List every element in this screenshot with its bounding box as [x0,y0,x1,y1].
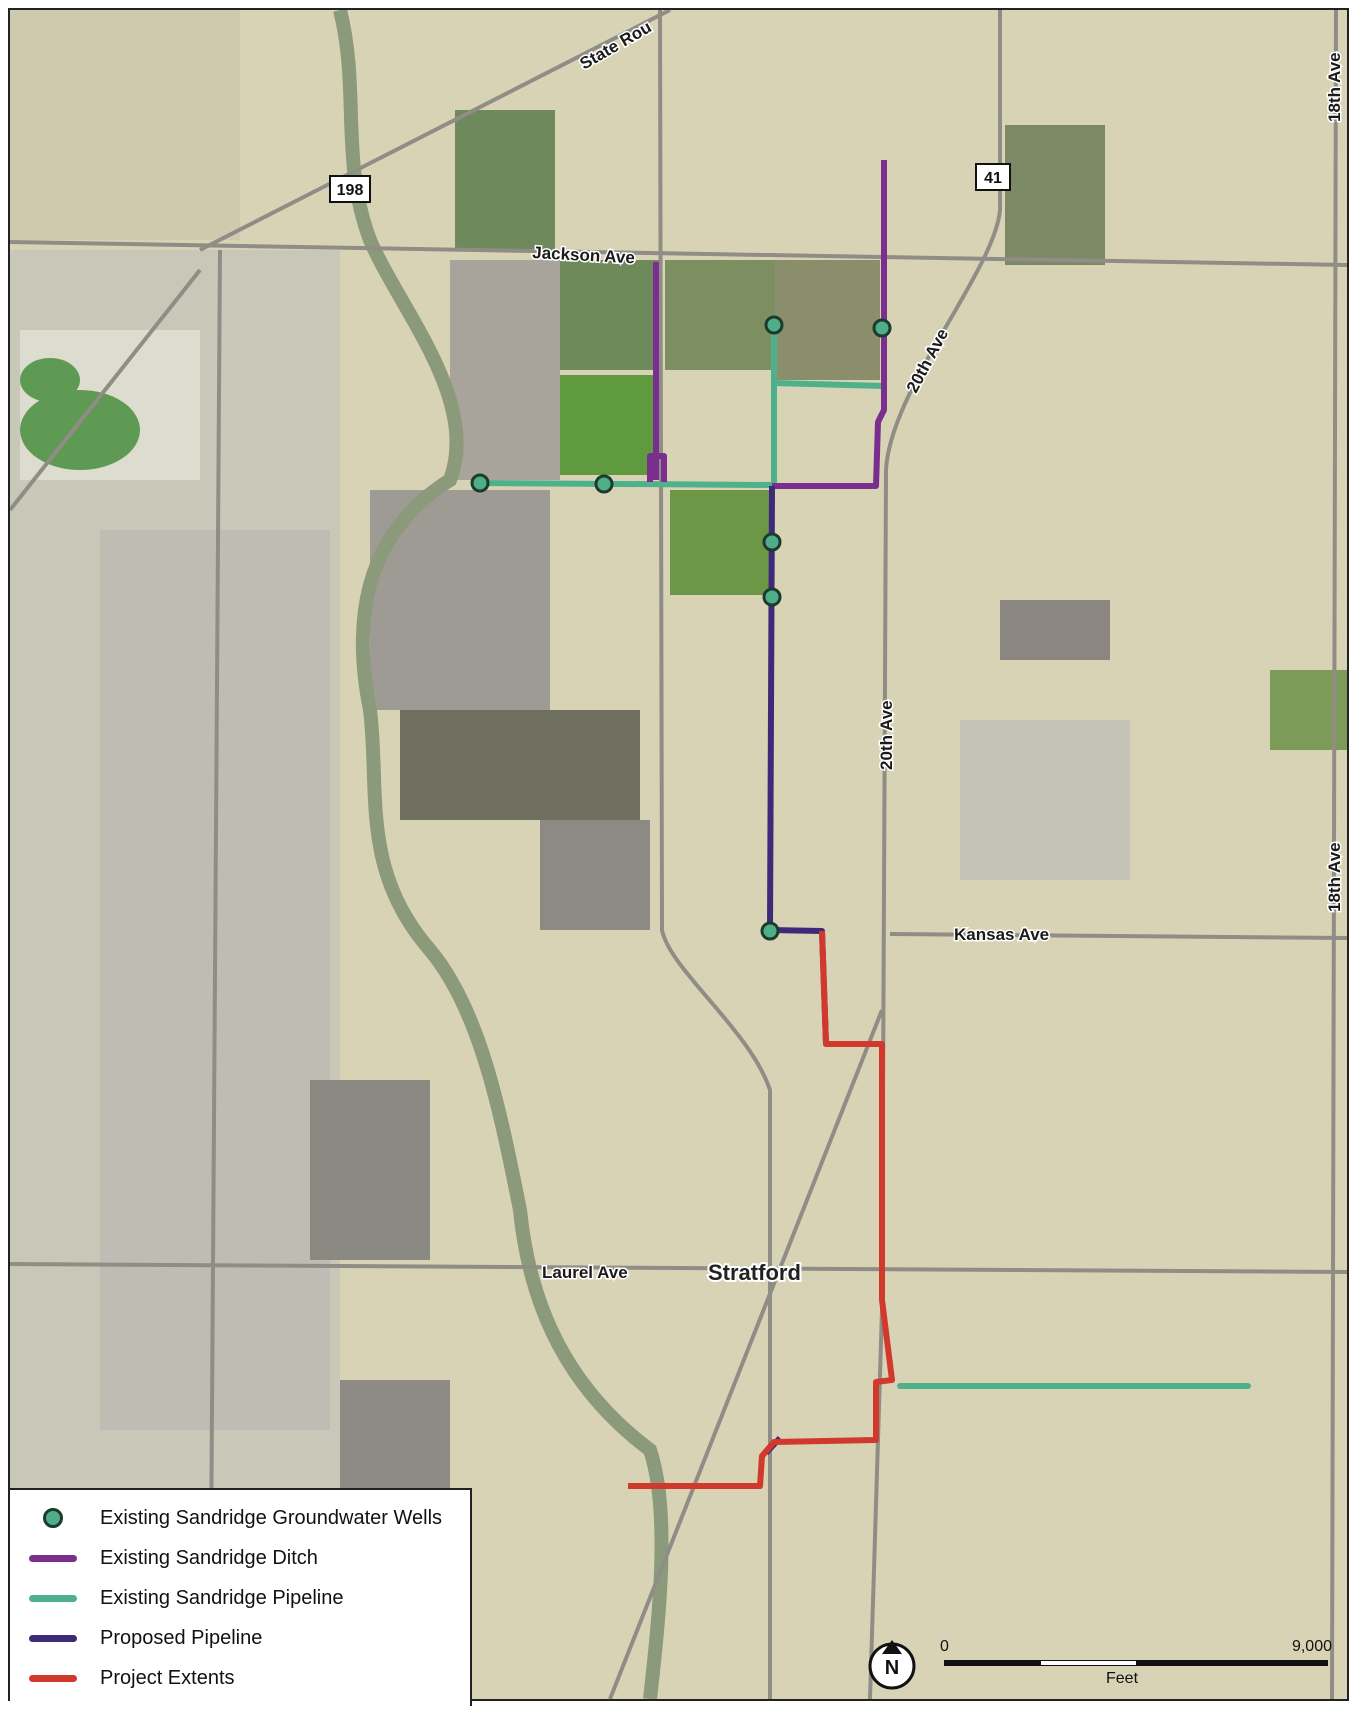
kings-river [333,10,669,1699]
legend-item-ditch: Existing Sandridge Ditch [22,1538,458,1578]
wells [470,315,892,941]
map-frame: 198 41 State Rou Jackson Ave 20th Ave 20… [8,8,1349,1701]
field-green-6 [670,490,770,595]
roads [10,10,1347,1699]
west-road-line [208,249,222,1699]
scale-bar-graphic [944,1660,1328,1666]
ditch-line-icon [29,1554,77,1562]
well-dot-icon [43,1508,63,1528]
ditch-west [647,262,667,482]
legend-item-project: Project Extents [22,1658,458,1698]
field-grey-3 [540,820,650,930]
well-marker[interactable] [760,921,780,941]
hwy198-shield-text: 198 [337,182,364,199]
green-pond [20,390,140,470]
legend-label: Project Extents [100,1666,235,1689]
pipeline-line-icon [29,1594,77,1602]
label-18th-ave-mid: 18th Ave [1325,842,1344,912]
field-green-5 [455,110,555,250]
project-extents [628,930,895,1489]
scale-start: 0 [940,1638,949,1655]
scale-bar: 0 9,000 Feet [936,1632,1336,1692]
well-marker[interactable] [764,315,784,335]
legend-label: Existing Sandridge Ditch [100,1546,318,1569]
legend-item-proposed: Proposed Pipeline [22,1618,458,1658]
field-grey-6 [1000,600,1110,660]
hwy198-shield: 198 [329,175,371,203]
project-line-icon [29,1674,77,1682]
legend-item-pipeline: Existing Sandridge Pipeline [22,1578,458,1618]
legend-label: Existing Sandridge Groundwater Wells [100,1506,443,1529]
field-green-3 [665,260,775,370]
ns-road-line [658,10,772,1699]
label-18th-ave-top: 18th Ave [1325,52,1344,122]
north-arrow-text: N [885,1657,899,1679]
well-marker[interactable] [872,318,892,338]
hwy41-line [868,10,1002,1699]
label-20th-ave-mid: 20th Ave [877,700,896,770]
well-marker[interactable] [594,474,614,494]
kansas-ave-line [889,932,1347,940]
field-grey-4 [310,1080,430,1260]
aerial-map[interactable]: 198 41 State Rou Jackson Ave 20th Ave 20… [10,10,1347,1699]
field-green-7 [1005,125,1105,265]
railroad-line [608,1009,884,1699]
field-green-1 [560,260,660,370]
scale-unit: Feet [1106,1670,1139,1687]
label-stratford: Stratford [708,1260,801,1285]
city-area [10,10,240,240]
legend-item-wells: Existing Sandridge Groundwater Wells [22,1498,458,1538]
scale-end: 9,000 [1291,1638,1332,1655]
project-extents-path [628,930,895,1489]
legend-label: Proposed Pipeline [100,1626,263,1649]
legend-label: Existing Sandridge Pipeline [100,1586,344,1609]
hwy41-shield: 41 [975,163,1011,191]
jackson-ave-line [10,240,1347,267]
well-marker[interactable] [762,532,782,552]
state-route-line [199,10,671,252]
well-marker[interactable] [762,587,782,607]
field-green-2 [560,375,655,475]
laurel-ave-line [10,1262,1347,1274]
label-kansas-ave: Kansas Ave [954,925,1049,944]
existing-pipeline [477,322,1251,1389]
green-pond-2 [20,358,80,402]
label-laurel-ave: Laurel Ave [542,1263,628,1282]
well-marker[interactable] [470,473,490,493]
field-dark-1 [400,710,640,820]
18th-ave-line [1330,10,1338,1699]
proposed-line-icon [29,1634,77,1642]
hwy41-shield-text: 41 [984,170,1002,187]
field-grey-1 [450,260,560,480]
map-legend: Existing Sandridge Groundwater Wells Exi… [10,1488,472,1706]
field-grey-5 [340,1380,450,1500]
orchard-east [960,720,1130,880]
hwy198-west-line [10,268,202,512]
pipeline-segment-east [771,380,887,389]
north-arrow-icon: N [868,1640,916,1690]
pipeline-segment-west [477,480,775,488]
field-green-4 [775,260,880,380]
